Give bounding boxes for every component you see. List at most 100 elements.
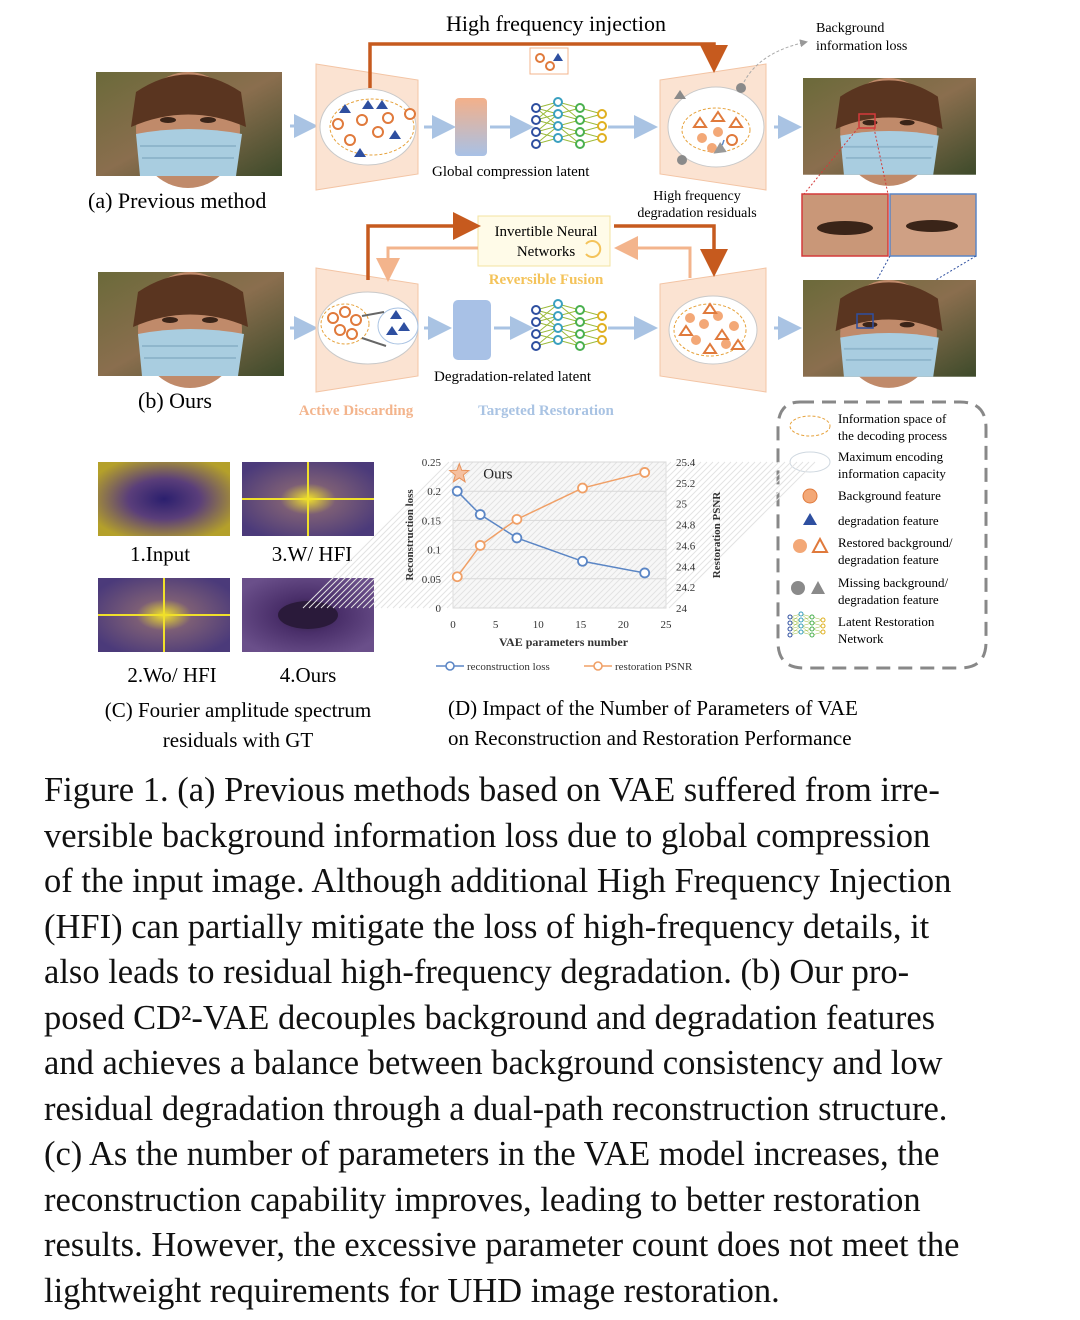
legend-item-3: Background feature [838,488,941,503]
legend-marker-1 [445,661,455,671]
x-tick: 5 [493,619,499,631]
hatch-line [320,461,468,609]
reversible-fusion-label: Reversible Fusion [489,272,604,288]
series-2-point [451,571,463,583]
panel-d-chart: 00.050.10.150.20.252424.224.424.624.8252… [302,457,816,673]
legend-encoding-capacity-icon [789,451,831,473]
legend-label-2: restoration PSNR [615,661,693,673]
legend-item-2a: Maximum encoding [838,449,944,464]
series-2-point [511,513,523,525]
series-2-point [577,482,588,494]
hatch-line [314,461,462,609]
output-photo-b [802,279,977,389]
caption-line: (HFI) can partially mitigate the loss of… [44,907,930,946]
hatch-line [566,461,714,609]
inn-label-1: Invertible Neural [495,224,598,240]
y-tick-left: 0.1 [427,545,441,557]
hatch-line [548,461,696,609]
hatch-line [302,461,450,609]
hatch-line [560,461,708,609]
features-a [332,100,416,157]
x-tick: 20 [618,619,630,631]
legend-marker-2 [593,661,603,671]
hatch-line [500,461,648,609]
legend-degradation-feature-icon [803,513,817,525]
panel-d-caption-2: on Reconstruction and Restoration Perfor… [448,726,852,750]
caption-line: posed CD²-VAE decouples background and d… [44,998,936,1037]
legend-background-feature-icon [802,488,818,504]
latent-label-b: Degradation-related latent [434,369,592,385]
fft-without-hfi [98,578,230,652]
figure-caption: Figure 1. (a) Previous methods based on … [44,768,1034,1314]
y-tick-left: 0 [436,603,442,615]
y-tick-left: 0.05 [422,574,442,586]
panel-a-label: (a) Previous method [88,188,266,213]
hatch-line [332,461,480,609]
y-tick-right: 24.8 [676,520,696,532]
caption-line: and achieves a balance between backgroun… [44,1044,943,1082]
hatch-line [578,461,726,609]
latent-label-a: Global compression latent [432,164,590,180]
legend-label-1: reconstruction loss [467,661,550,673]
hatch-line [386,461,534,609]
hatch-line [626,461,774,609]
hatch-line [602,461,750,609]
hatch-line [536,461,684,609]
hatch-line [596,461,744,609]
hfi-title: High frequency injection [446,11,666,36]
ours-label: Ours [483,467,512,483]
y-tick-right: 25 [676,499,688,511]
hatch-line [392,461,540,609]
legend-item-5b: degradation feature [838,552,939,567]
legend-item-6a: Missing background/ [838,575,949,590]
hatch-line [368,461,516,609]
hfi-arrow [368,42,728,88]
features-b [327,306,410,347]
hatch-line [530,461,678,609]
series-1-point [577,555,588,567]
hatch-line [518,461,666,609]
zoom-crops [801,127,977,319]
panel-c: 1.Input 3.W/ HFI 2.Wo/ HFI 4.Ours (C) Fo… [98,462,374,752]
hatch-line [650,461,798,609]
y-axis-left-label: Reconstruction loss [404,489,416,581]
legend-item-7b: Network [838,631,884,646]
hatch-line [554,461,702,609]
hatch-line [656,461,804,609]
y-tick-right: 24.6 [676,540,696,552]
legend-item-1b: the decoding process [838,428,947,443]
hatch-line [398,461,546,609]
input-photo-b [97,271,285,389]
legend-decoding-space-icon [789,415,831,437]
series-1-point [511,532,523,544]
decoded-features-a [674,83,746,165]
caption-line: versible background information loss due… [44,816,931,855]
hatch-line [470,461,618,609]
hatch-line [416,461,564,609]
inn-label-2: Networks [517,244,575,260]
hatch-line [620,461,768,609]
hatch-line [338,461,486,609]
hatch-line [482,461,630,609]
panel-a: (a) Previous method Global compression l… [88,11,977,319]
caption-line: residual degradation through a dual-path… [44,1089,948,1128]
legend-item-5a: Restored background/ [838,535,953,550]
hf-residual-label-2: degradation residuals [637,206,756,221]
y-tick-right: 24.2 [676,582,695,594]
active-discarding-label: Active Discarding [299,403,414,419]
panel-d-caption-1: (D) Impact of the Number of Parameters o… [448,696,858,720]
plot-area [452,461,667,609]
y-tick-left: 0.25 [422,457,442,469]
legend-network-icon [787,611,826,638]
panel-c-caption-1: (C) Fourier amplitude spectrum [105,698,372,722]
hatch-line [506,461,654,609]
input-photo-a [95,71,283,189]
panel-b: (b) Ours Degradation-related latent [97,212,977,419]
hatch-line [410,461,558,609]
hatch-line [404,461,552,609]
hatch-line [668,461,816,609]
y-tick-right: 24.4 [676,561,696,573]
x-axis-label: VAE parameters number [499,635,629,649]
series-2-point [639,467,651,478]
hatch-line [308,461,456,609]
